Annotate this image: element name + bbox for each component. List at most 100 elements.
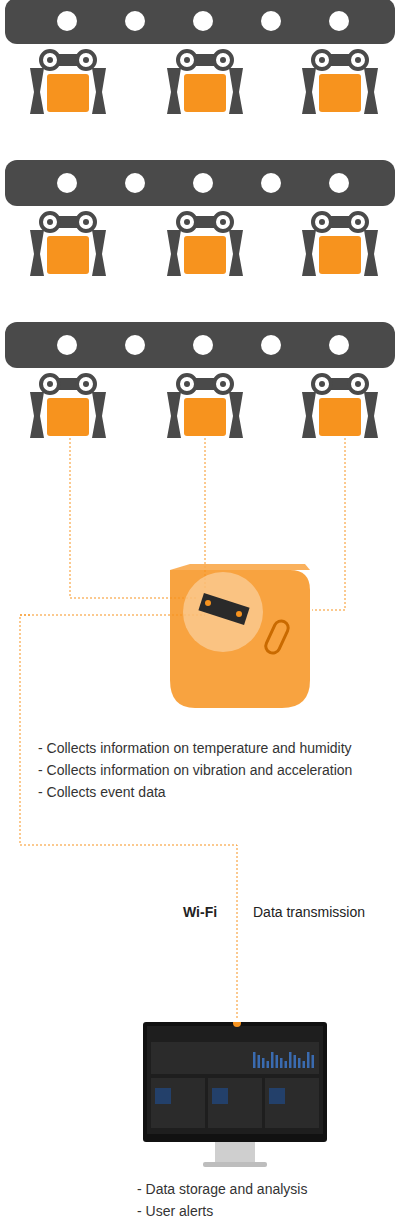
gripper-joint-center: [184, 219, 190, 225]
conveyor-hole: [329, 173, 349, 193]
dashboard-chart: [269, 1088, 285, 1104]
gripper-joint: [41, 51, 59, 69]
dashboard: [147, 1026, 323, 1134]
robot-gripper: [30, 213, 106, 276]
gripper-joint: [178, 375, 196, 393]
conveyor-hole: [57, 11, 77, 31]
conveyor-bar: [5, 322, 395, 368]
gripper-jaw: [92, 392, 106, 438]
device-body: [170, 570, 310, 708]
sensor-block: [47, 398, 89, 436]
sensor-block: [319, 398, 361, 436]
gripper-jaw: [92, 230, 106, 276]
gripper-joint: [349, 213, 367, 231]
dashboard-bar: [307, 1052, 310, 1068]
gripper-jaw: [167, 392, 181, 438]
bullet-text: - Collects event data: [38, 781, 400, 803]
dashboard-bar: [262, 1058, 265, 1068]
gripper-joint-center: [319, 57, 325, 63]
conveyor-hole: [193, 11, 213, 31]
chip-glow: [183, 572, 263, 652]
monitor-station: - Data storage and analysis- User alerts: [130, 1020, 398, 1222]
gripper-jaw: [364, 230, 378, 276]
conveyor-hole: [261, 11, 281, 31]
sensor-block: [184, 236, 226, 274]
conveyor-hole: [329, 335, 349, 355]
robot-gripper: [30, 375, 106, 438]
sensor-wire: [312, 438, 345, 610]
dashboard-panel: [151, 1042, 319, 1074]
gripper-jaw: [302, 68, 316, 114]
gripper-joint-center: [47, 57, 53, 63]
gripper-jaw: [229, 68, 243, 114]
robot-gripper: [302, 375, 378, 438]
gripper-joint-center: [220, 57, 226, 63]
transmission-label: Data transmission: [251, 903, 367, 921]
dashboard-panel: [208, 1078, 262, 1128]
gripper-joint-center: [83, 381, 89, 387]
sensor-chip: [198, 593, 249, 625]
gripper-jaw: [364, 392, 378, 438]
gripper-joint-center: [220, 219, 226, 225]
bullet-text: - Collects information on vibration and …: [38, 759, 400, 781]
gripper-jaw: [229, 392, 243, 438]
conveyor-hole: [57, 335, 77, 355]
sensor-block: [319, 236, 361, 274]
gripper-jaw: [302, 392, 316, 438]
dashboard-bar: [271, 1052, 274, 1068]
gripper-joint: [41, 213, 59, 231]
monitor-illustration: [143, 1022, 343, 1172]
dashboard-chart: [155, 1088, 171, 1104]
chip-led: [205, 600, 211, 606]
conveyor-hole: [261, 173, 281, 193]
device-slot: [263, 619, 290, 656]
conveyor-bar: [5, 160, 395, 206]
gripper-joint: [214, 375, 232, 393]
gripper-joint: [178, 213, 196, 231]
gripper-jaw: [30, 230, 44, 276]
gripper-jaw: [229, 230, 243, 276]
sensor-block: [184, 74, 226, 112]
dashboard-bar: [298, 1058, 301, 1068]
conveyor-hole: [261, 335, 281, 355]
dashboard-bar: [285, 1061, 288, 1068]
conveyor-hole: [125, 11, 145, 31]
conveyor-hole: [193, 173, 213, 193]
sensor-block: [47, 236, 89, 274]
dashboard-bar: [303, 1061, 306, 1068]
gripper-joint-center: [47, 381, 53, 387]
robot-gripper: [167, 213, 243, 276]
gripper-joint: [349, 51, 367, 69]
gripper-joint-center: [319, 381, 325, 387]
sensor-block: [47, 74, 89, 112]
gripper-joint: [77, 375, 95, 393]
dashboard-panel: [265, 1078, 319, 1128]
sensor-block: [184, 398, 226, 436]
gripper-jaw: [92, 68, 106, 114]
monitor-stand: [215, 1142, 255, 1164]
robot-gripper: [167, 51, 243, 114]
gripper-jaw: [30, 392, 44, 438]
gripper-joint: [77, 213, 95, 231]
gripper-jaw: [302, 230, 316, 276]
sensor-device: - Collects information on temperature an…: [30, 560, 400, 803]
gripper-joint: [214, 213, 232, 231]
conveyor-hole: [193, 335, 213, 355]
conveyor-bar: [5, 0, 395, 44]
dashboard-bar: [280, 1058, 283, 1068]
device-illustration: [20, 560, 320, 720]
gripper-joint-center: [355, 57, 361, 63]
gripper-joint-center: [319, 219, 325, 225]
gripper-joint: [349, 375, 367, 393]
dashboard-bar: [276, 1055, 279, 1068]
gripper-joint-center: [83, 57, 89, 63]
bullet-text: - User alerts: [137, 1200, 398, 1222]
conveyor-hole: [125, 173, 145, 193]
gripper-joint-center: [184, 57, 190, 63]
conveyor-hole: [125, 335, 145, 355]
dashboard-panel: [151, 1078, 205, 1128]
dashboard-bar: [253, 1052, 256, 1068]
device-side: [170, 564, 310, 570]
gripper-joint: [41, 375, 59, 393]
gripper-joint-center: [83, 219, 89, 225]
